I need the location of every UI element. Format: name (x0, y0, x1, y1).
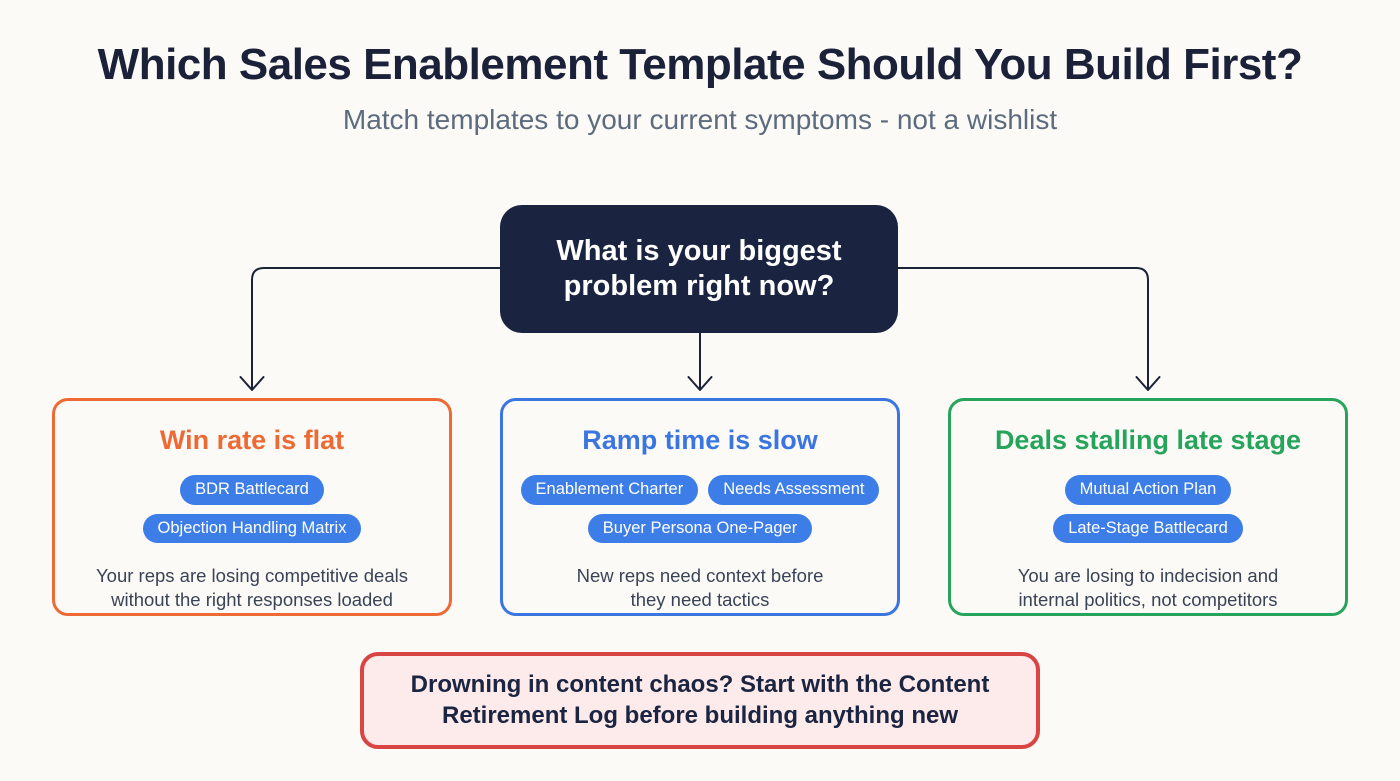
branch-description: Your reps are losing competitive deals w… (96, 565, 408, 610)
template-pill: Objection Handling Matrix (142, 513, 362, 543)
branch-heading: Deals stalling late stage (994, 425, 1302, 455)
branch-heading: Win rate is flat (159, 425, 345, 455)
pill-row: Mutual Action Plan (1053, 475, 1243, 505)
template-pill-group: BDR Battlecard Objection Handling Matrix (142, 475, 362, 552)
page-header: Which Sales Enablement Template Should Y… (0, 40, 1400, 136)
pill-row: Enablement Charter Needs Assessment (520, 475, 880, 505)
pill-row: Buyer Persona One-Pager (521, 513, 880, 543)
branch-card-ramp-time: Ramp time is slow Enablement Charter Nee… (500, 398, 900, 616)
branch-description: You are losing to indecision and interna… (1017, 565, 1279, 610)
template-pill: Mutual Action Plan (1064, 475, 1232, 505)
arrowhead-center-icon (687, 376, 713, 391)
pill-row: Late-Stage Battlecard (1053, 513, 1243, 543)
branch-description: New reps need context before they need t… (576, 565, 824, 610)
page-subtitle: Match templates to your current symptoms… (342, 104, 1058, 135)
branch-card-deals-stalling: Deals stalling late stage Mutual Action … (948, 398, 1348, 616)
root-question-box: What is your biggest problem right now? (500, 205, 898, 333)
branch-heading: Ramp time is slow (582, 425, 818, 455)
callout-text: Drowning in content chaos? Start with th… (410, 670, 990, 729)
connector-left (251, 267, 501, 389)
template-pill: Buyer Persona One-Pager (587, 513, 813, 543)
template-pill: BDR Battlecard (180, 475, 324, 505)
template-pill: Needs Assessment (708, 475, 880, 505)
connector-right (897, 267, 1149, 389)
template-pill: Late-Stage Battlecard (1053, 513, 1243, 543)
template-pill: Enablement Charter (520, 475, 699, 505)
callout-banner: Drowning in content chaos? Start with th… (360, 652, 1040, 749)
arrowhead-right-icon (1135, 376, 1161, 391)
root-question-text: What is your biggest problem right now? (556, 234, 842, 302)
pill-row: BDR Battlecard (143, 475, 362, 505)
pill-row: Objection Handling Matrix (142, 513, 362, 543)
page-title: Which Sales Enablement Template Should Y… (97, 40, 1303, 89)
template-pill-group: Mutual Action Plan Late-Stage Battlecard (1053, 475, 1243, 552)
branch-card-win-rate: Win rate is flat BDR Battlecard Objectio… (52, 398, 452, 616)
template-pill-group: Enablement Charter Needs Assessment Buye… (520, 475, 880, 552)
arrowhead-left-icon (239, 376, 265, 391)
